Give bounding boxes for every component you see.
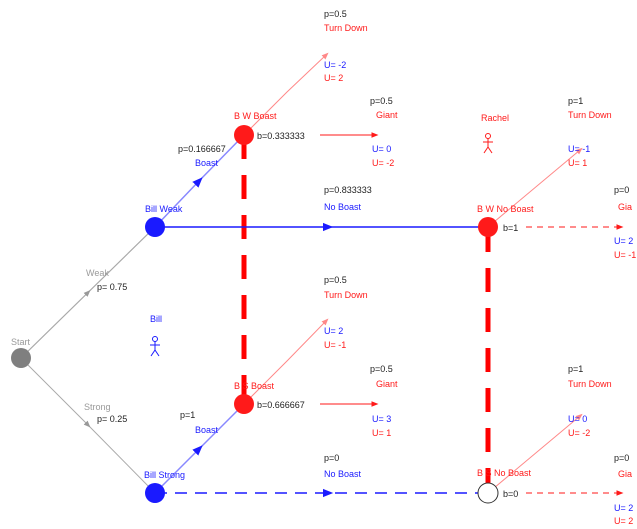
bill-player-icon [150,336,160,357]
edge-strong-boast [154,403,245,494]
bsboast-giant-prob: p=0.5 [370,364,393,374]
move-strong-noboast-prob: p=0 [324,453,339,463]
bsnoboast-turn-label: Turn Down [568,379,612,389]
node-bill-weak[interactable] [145,217,165,237]
bsnoboast-turn-ubill: U= 0 [568,414,587,424]
bwboast-giant-prob: p=0.5 [370,96,393,106]
bsnoboast-giant-label: Gia [618,469,632,479]
bwboast-turn-label: Turn Down [324,23,368,33]
bwnoboast-giant-prob: p=0 [614,185,629,195]
edge-bsboast-turn [243,318,329,405]
edge-weak-boast [154,134,245,228]
belief-bs-boast: b=0.666667 [257,400,305,410]
node-bs-noboast[interactable] [477,482,499,504]
node-start-label: Start [11,337,31,347]
move-strong-prob: p= 0.25 [97,414,127,424]
node-bill-weak-label: Bill Weak [145,204,183,214]
move-weak-boast-prob: p=0.166667 [178,144,226,154]
move-strong-boast-label: Boast [195,425,219,435]
bwnoboast-turn-ubill: U= -1 [568,144,590,154]
bsboast-turn-ubill: U= 2 [324,326,343,336]
node-bill-strong[interactable] [145,483,165,503]
bsnoboast-turn-urachel: U= -2 [568,428,590,438]
node-bw-noboast[interactable] [478,217,498,237]
bwnoboast-turn-prob: p=1 [568,96,583,106]
bwnoboast-turn-urachel: U= 1 [568,158,587,168]
edge-start-strong [20,357,156,494]
node-bs-noboast-label: B S No Boast [477,468,532,478]
bsboast-turn-prob: p=0.5 [324,275,347,285]
move-strong-boast-prob: p=1 [180,410,195,420]
bsnoboast-giant-ubill: U= 2 [614,503,633,513]
bsboast-turn-urachel: U= -1 [324,340,346,350]
bsboast-giant-ubill: U= 3 [372,414,391,424]
move-weak-boast-label: Boast [195,158,219,168]
bwboast-giant-label: Giant [376,110,398,120]
bwboast-giant-ubill: U= 0 [372,144,391,154]
bwnoboast-turn-label: Turn Down [568,110,612,120]
node-bw-boast-label: B W Boast [234,111,277,121]
bwnoboast-giant-urachel: U= -1 [614,250,636,260]
bwboast-turn-urachel: U= 2 [324,73,343,83]
bsnoboast-giant-urachel: U= 2 [614,516,633,526]
node-bw-boast[interactable] [234,125,254,145]
bwnoboast-giant-label: Gia [618,202,632,212]
move-strong-noboast-label: No Boast [324,469,362,479]
node-bw-noboast-label: B W No Boast [477,204,534,214]
bsboast-turn-label: Turn Down [324,290,368,300]
rachel-player-icon [483,133,493,154]
bsboast-giant-label: Giant [376,379,398,389]
belief-bw-boast: b=0.333333 [257,131,305,141]
bwboast-giant-urachel: U= -2 [372,158,394,168]
node-bs-boast[interactable] [234,394,254,414]
move-weak-label: Weak [86,268,109,278]
edge-bwboast-turn [243,52,329,136]
bsnoboast-giant-prob: p=0 [614,453,629,463]
bsboast-giant-urachel: U= 1 [372,428,391,438]
move-weak-noboast-label: No Boast [324,202,362,212]
player-bill-label: Bill [150,314,162,324]
move-strong-label: Strong [84,402,111,412]
edge-bwnoboast-turn [487,147,583,228]
belief-bw-noboast: b=1 [503,223,518,233]
node-bs-boast-label: B S Boast [234,381,275,391]
node-start[interactable] [11,348,31,368]
edge-start-weak-arrow [20,226,156,359]
player-rachel-label: Rachel [481,113,509,123]
node-bill-strong-label: Bill Strong [144,470,185,480]
bwboast-turn-ubill: U= -2 [324,60,346,70]
bwnoboast-giant-ubill: U= 2 [614,236,633,246]
bwboast-turn-prob: p=0.5 [324,9,347,19]
move-weak-prob: p= 0.75 [97,282,127,292]
edge-bsnoboast-turn [487,413,583,494]
belief-bs-noboast: b=0 [503,489,518,499]
bsnoboast-turn-prob: p=1 [568,364,583,374]
move-weak-noboast-prob: p=0.833333 [324,185,372,195]
